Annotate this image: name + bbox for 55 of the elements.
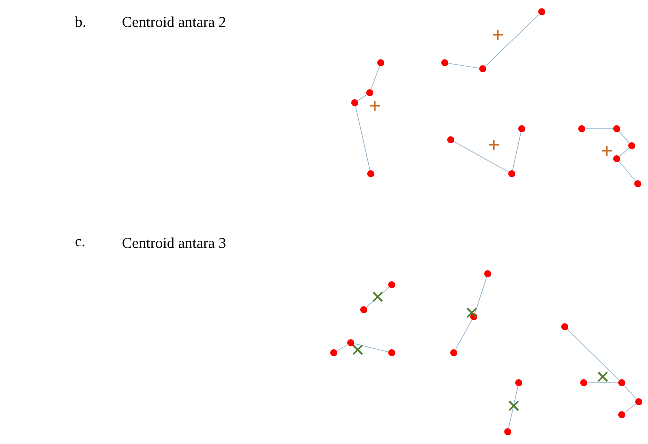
point-dot [614, 126, 620, 132]
point-dot [538, 8, 546, 16]
line-segment [587, 382, 619, 384]
point-dot [614, 156, 620, 162]
section-heading: Centroid antara 3 [122, 238, 226, 248]
point-dot [348, 340, 354, 346]
line-segment [485, 14, 540, 67]
line-segment [619, 131, 630, 144]
line-segment [619, 148, 630, 157]
point-dot [516, 380, 522, 386]
line-segment [624, 385, 637, 400]
point-dot [352, 100, 358, 106]
point-dot [518, 126, 526, 132]
point-dot [636, 398, 642, 406]
line-segment [585, 128, 614, 130]
point-dot [470, 314, 478, 320]
line-segment [474, 277, 488, 314]
line-segment [336, 344, 348, 352]
line-segment [455, 320, 473, 350]
line-segment [512, 132, 522, 171]
point-dot [628, 142, 636, 150]
line-segment [370, 66, 380, 90]
point-dot [504, 428, 512, 436]
point-dot [450, 350, 458, 356]
point-dot [330, 350, 338, 356]
point-dot [618, 412, 626, 418]
section-heading: Centroid antara 2 [122, 16, 226, 28]
point-dot [366, 90, 374, 96]
list-marker: c. [76, 239, 85, 247]
line-segment [624, 404, 636, 414]
line-segment [619, 161, 636, 182]
point-dot [378, 60, 384, 66]
point-dot [508, 170, 516, 178]
point-dot [388, 282, 396, 288]
point-dot [448, 136, 454, 144]
point-dot [480, 66, 486, 72]
point-dot [360, 306, 368, 314]
line-segment [508, 386, 519, 429]
line-segment [567, 329, 620, 381]
point-dot [634, 180, 642, 188]
list-marker: b. [75, 16, 86, 28]
line-segment [358, 94, 368, 102]
point-dot [618, 380, 626, 386]
point-dot [442, 60, 448, 66]
point-dot [578, 126, 586, 132]
point-dot [484, 270, 492, 278]
line-segment [354, 344, 389, 352]
point-dot [580, 380, 588, 386]
line-segment [448, 63, 480, 69]
line-segment [454, 141, 510, 173]
point-dot [388, 350, 396, 356]
point-dot [562, 324, 568, 330]
point-dot [368, 170, 374, 178]
line-segment [355, 106, 371, 171]
line-segment [366, 287, 390, 308]
